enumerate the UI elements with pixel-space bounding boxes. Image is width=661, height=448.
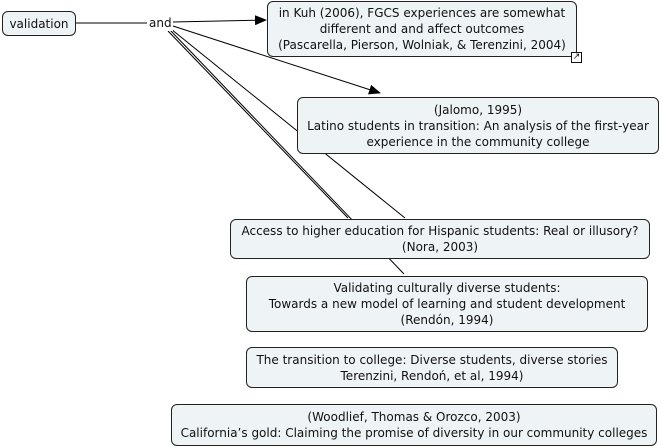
arrow-to-jalomo: [172, 25, 381, 95]
concept-line: (Nora, 2003): [401, 240, 479, 254]
concept-line: Towards a new model of learning and stud…: [268, 297, 626, 311]
linking-phrase: and: [148, 15, 173, 31]
concept-rendon[interactable]: Validating culturally diverse students: …: [246, 276, 648, 332]
external-link-icon[interactable]: ↗: [571, 52, 582, 63]
concept-nora[interactable]: Access to higher education for Hispanic …: [230, 219, 650, 259]
concept-line: Terenzini, Rendoń, et al, 1994): [340, 368, 524, 383]
root-concept[interactable]: validation: [2, 11, 76, 36]
concept-woodlief[interactable]: (Woodlief, Thomas & Orozco, 2003) Califo…: [171, 404, 657, 446]
concept-line: different and and affect outcomes: [319, 22, 525, 36]
concept-terenzini[interactable]: The transition to college: Diverse stude…: [246, 347, 618, 388]
concept-line: experience in the community college: [366, 134, 590, 149]
concept-line: (Pascarella, Pierson, Wolniak, & Terenzi…: [278, 38, 566, 52]
line-to-lower: [167, 30, 349, 219]
concept-line: California’s gold: Claiming the promise …: [180, 426, 648, 440]
concept-line: (Woodlief, Thomas & Orozco, 2003): [307, 410, 521, 424]
root-concept-label: validation: [9, 16, 69, 31]
concept-line: Access to higher education for Hispanic …: [241, 224, 639, 238]
line-to-nora: [170, 28, 406, 219]
concept-line: (Jalomo, 1995): [433, 102, 523, 117]
arrow-to-kuh: [172, 15, 267, 26]
concept-line: Latino students in transition: An analys…: [307, 118, 649, 133]
concept-line: (Rendón, 1994): [400, 313, 494, 327]
concept-line: in Kuh (2006), FGCS experiences are some…: [278, 6, 566, 20]
concept-jalomo[interactable]: (Jalomo, 1995) Latino students in transi…: [297, 97, 659, 154]
concept-kuh[interactable]: in Kuh (2006), FGCS experiences are some…: [267, 1, 582, 63]
concept-line: The transition to college: Diverse stude…: [256, 352, 608, 367]
concept-line: Validating culturally diverse students:: [333, 281, 561, 295]
